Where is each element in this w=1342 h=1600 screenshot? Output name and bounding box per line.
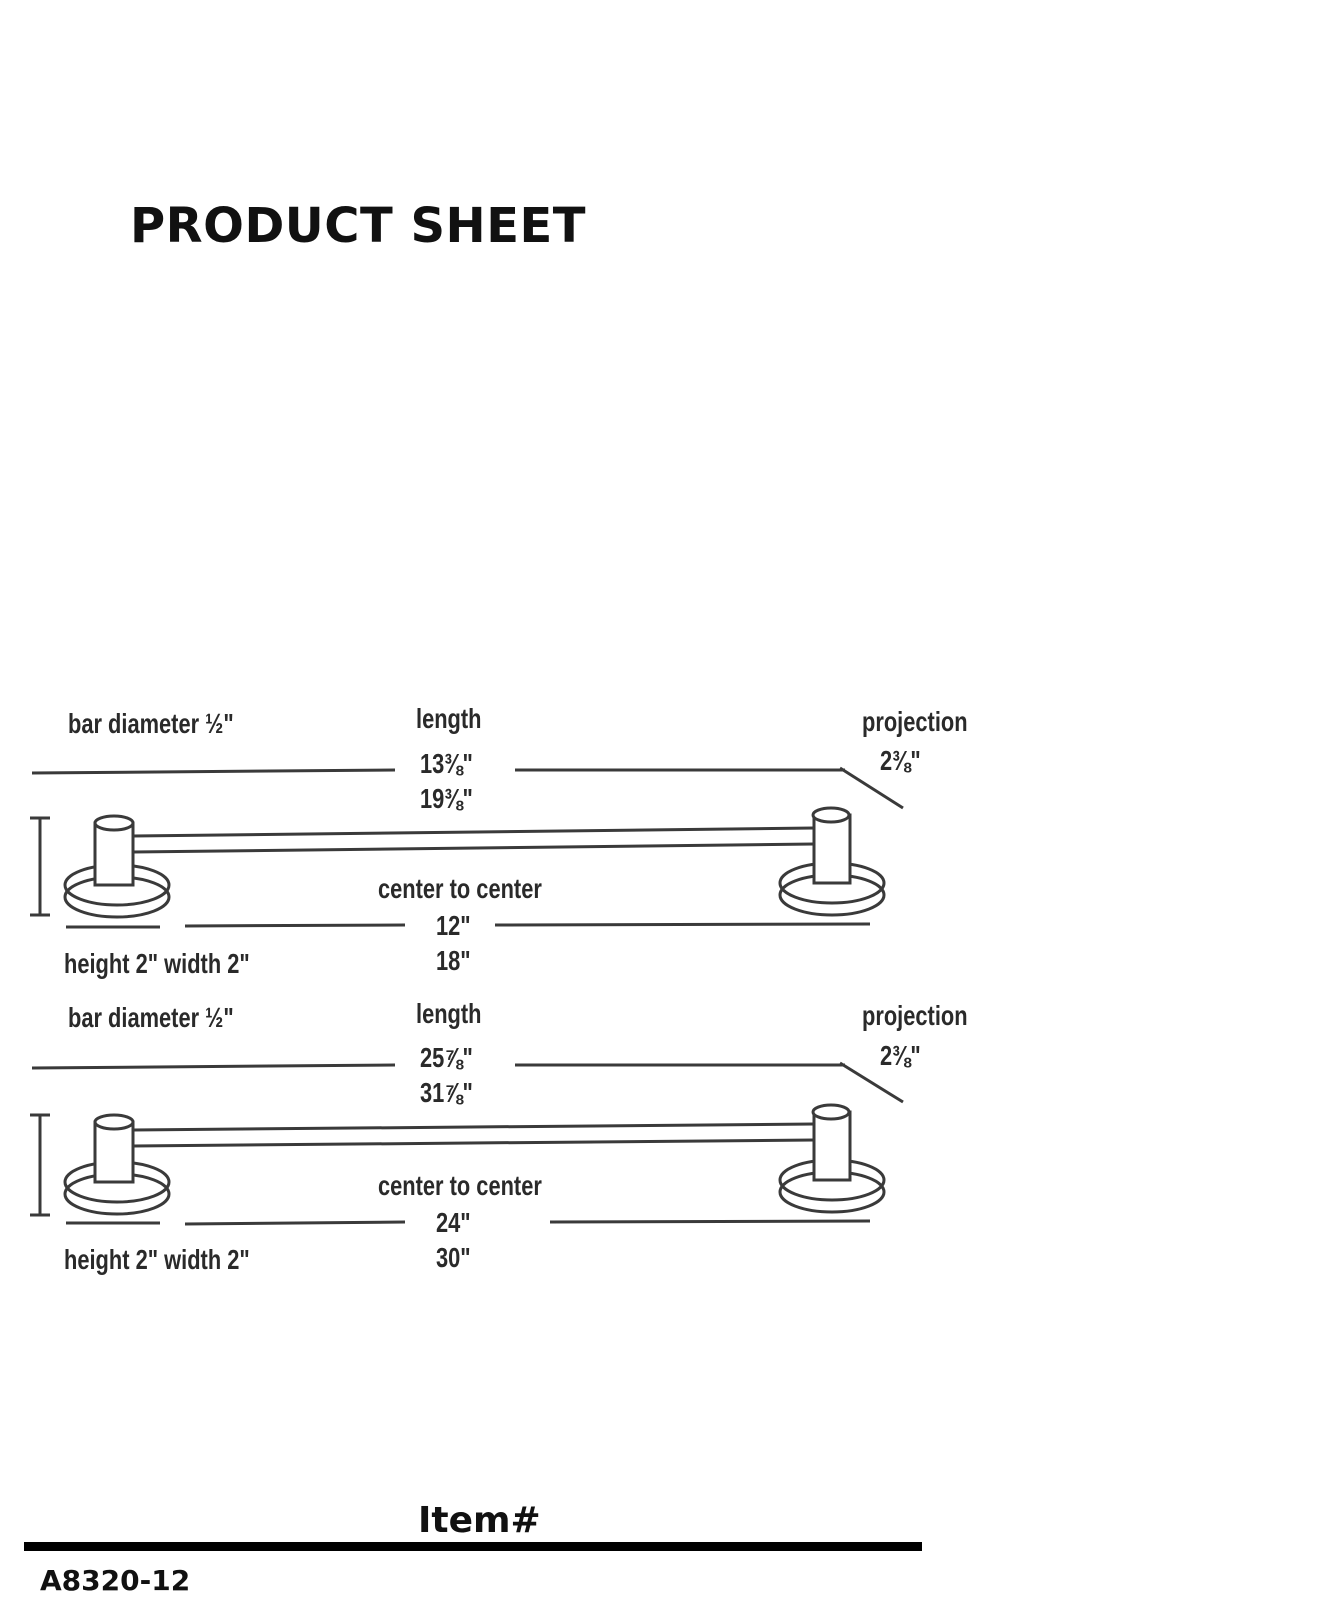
towel-bar	[132, 1122, 815, 1132]
right-post	[812, 1110, 852, 1182]
towel-bar-drawing-2: bar diameter ½" length 25⅞" 31⅞" project…	[0, 990, 1000, 1290]
center-to-center-label: center to center	[378, 873, 542, 904]
center-dimension-line	[184, 1220, 406, 1226]
length-value-b: 19⅜"	[420, 783, 473, 814]
length-value-b: 31⅞"	[420, 1077, 473, 1108]
item-number-label: Item#	[418, 1500, 541, 1541]
towel-bar-diagram	[30, 1061, 904, 1226]
towel-bar	[132, 826, 815, 838]
right-post	[812, 813, 852, 885]
footer-divider	[24, 1542, 922, 1551]
center-value-b: 18"	[436, 945, 471, 976]
length-value-a: 25⅞"	[420, 1042, 473, 1073]
center-to-center-label: center to center	[378, 1170, 542, 1201]
center-value-b: 30"	[436, 1242, 471, 1273]
projection-leader-line	[839, 1061, 904, 1104]
projection-leader-line	[839, 766, 904, 810]
left-post	[93, 821, 135, 887]
projection-label: projection	[862, 1000, 968, 1031]
length-label: length	[416, 703, 482, 734]
length-label: length	[416, 998, 482, 1029]
left-post	[93, 1120, 135, 1184]
projection-value: 2⅜"	[880, 1040, 921, 1071]
item-number-value: A8320-12	[40, 1564, 191, 1597]
length-dimension-line	[31, 1063, 396, 1070]
projection-label: projection	[862, 706, 968, 737]
projection-value: 2⅜"	[880, 745, 921, 776]
height-width-label: height 2" width 2"	[64, 1244, 250, 1275]
center-value-a: 24"	[436, 1207, 471, 1238]
length-value-a: 13⅜"	[420, 748, 473, 779]
page-title: PRODUCT SHEET	[130, 198, 587, 254]
bar-diameter-label: bar diameter ½"	[68, 1002, 234, 1033]
length-dimension-line	[31, 768, 396, 775]
towel-bar-drawing-1: bar diameter ½" length 13⅜" 19⅜" project…	[0, 690, 1000, 990]
center-dimension-line	[184, 923, 406, 928]
towel-bar-diagram	[30, 766, 904, 929]
bar-diameter-label: bar diameter ½"	[68, 708, 234, 739]
height-width-label: height 2" width 2"	[64, 948, 250, 979]
center-value-a: 12"	[436, 910, 471, 941]
